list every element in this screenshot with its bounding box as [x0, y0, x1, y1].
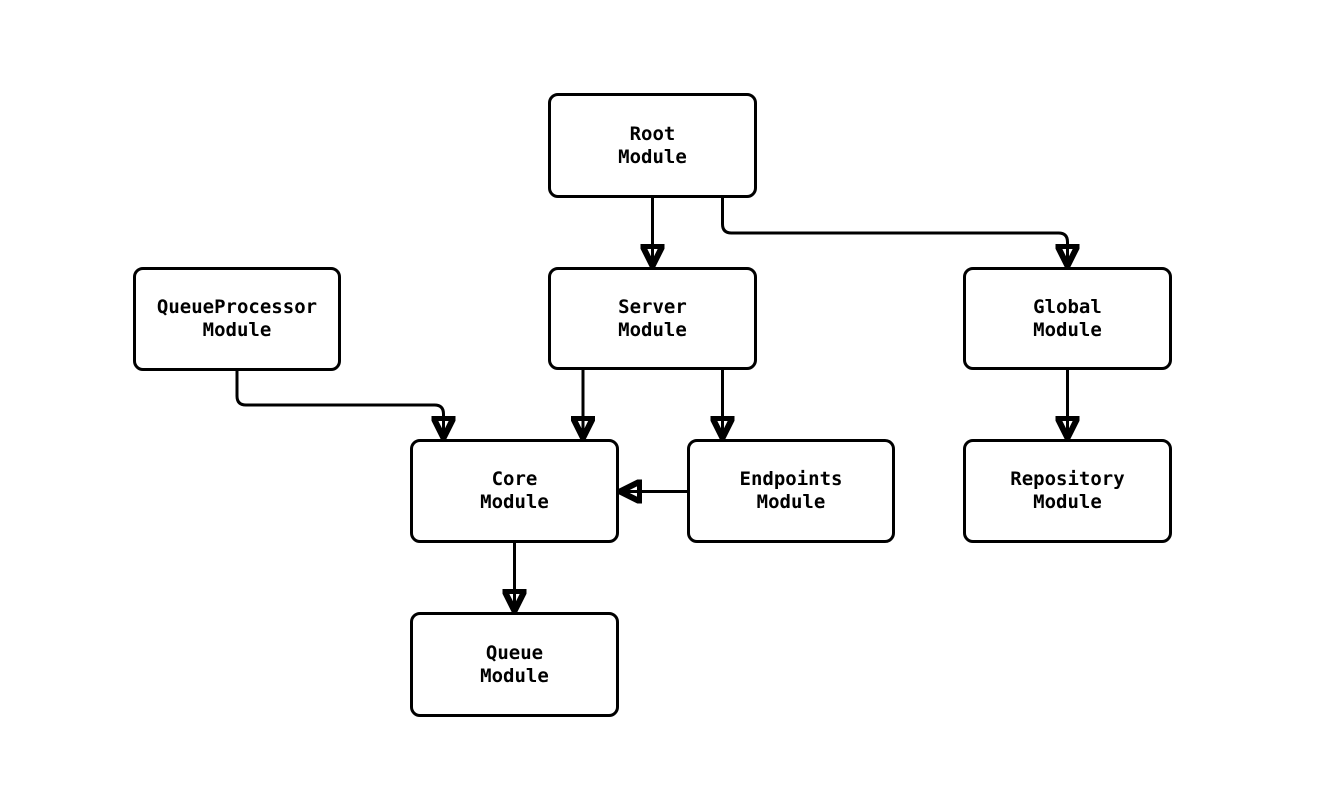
- edge-queueprocessor-to-core: [235, 371, 444, 438]
- node-root-module-label: Root Module: [618, 122, 687, 168]
- node-global-module-label: Global Module: [1033, 295, 1102, 341]
- node-queueprocessor-module: QueueProcessor Module: [133, 267, 341, 371]
- node-root-module: Root Module: [548, 93, 757, 198]
- node-repository-module: Repository Module: [963, 439, 1172, 543]
- node-endpoints-module-label: Endpoints Module: [739, 468, 843, 513]
- node-server-module: Server Module: [548, 267, 757, 370]
- node-queue-module: Queue Module: [410, 612, 619, 717]
- node-queueprocessor-module-label: QueueProcessor Module: [156, 296, 318, 341]
- node-core-module-label: Core Module: [480, 468, 549, 513]
- edge-root-to-global: [721, 198, 1068, 266]
- node-core-module: Core Module: [410, 439, 619, 543]
- node-global-module: Global Module: [963, 267, 1172, 370]
- node-server-module-label: Server Module: [618, 295, 687, 341]
- node-repository-module-label: Repository Module: [1010, 468, 1125, 513]
- node-queue-module-label: Queue Module: [480, 641, 549, 687]
- node-endpoints-module: Endpoints Module: [687, 439, 895, 543]
